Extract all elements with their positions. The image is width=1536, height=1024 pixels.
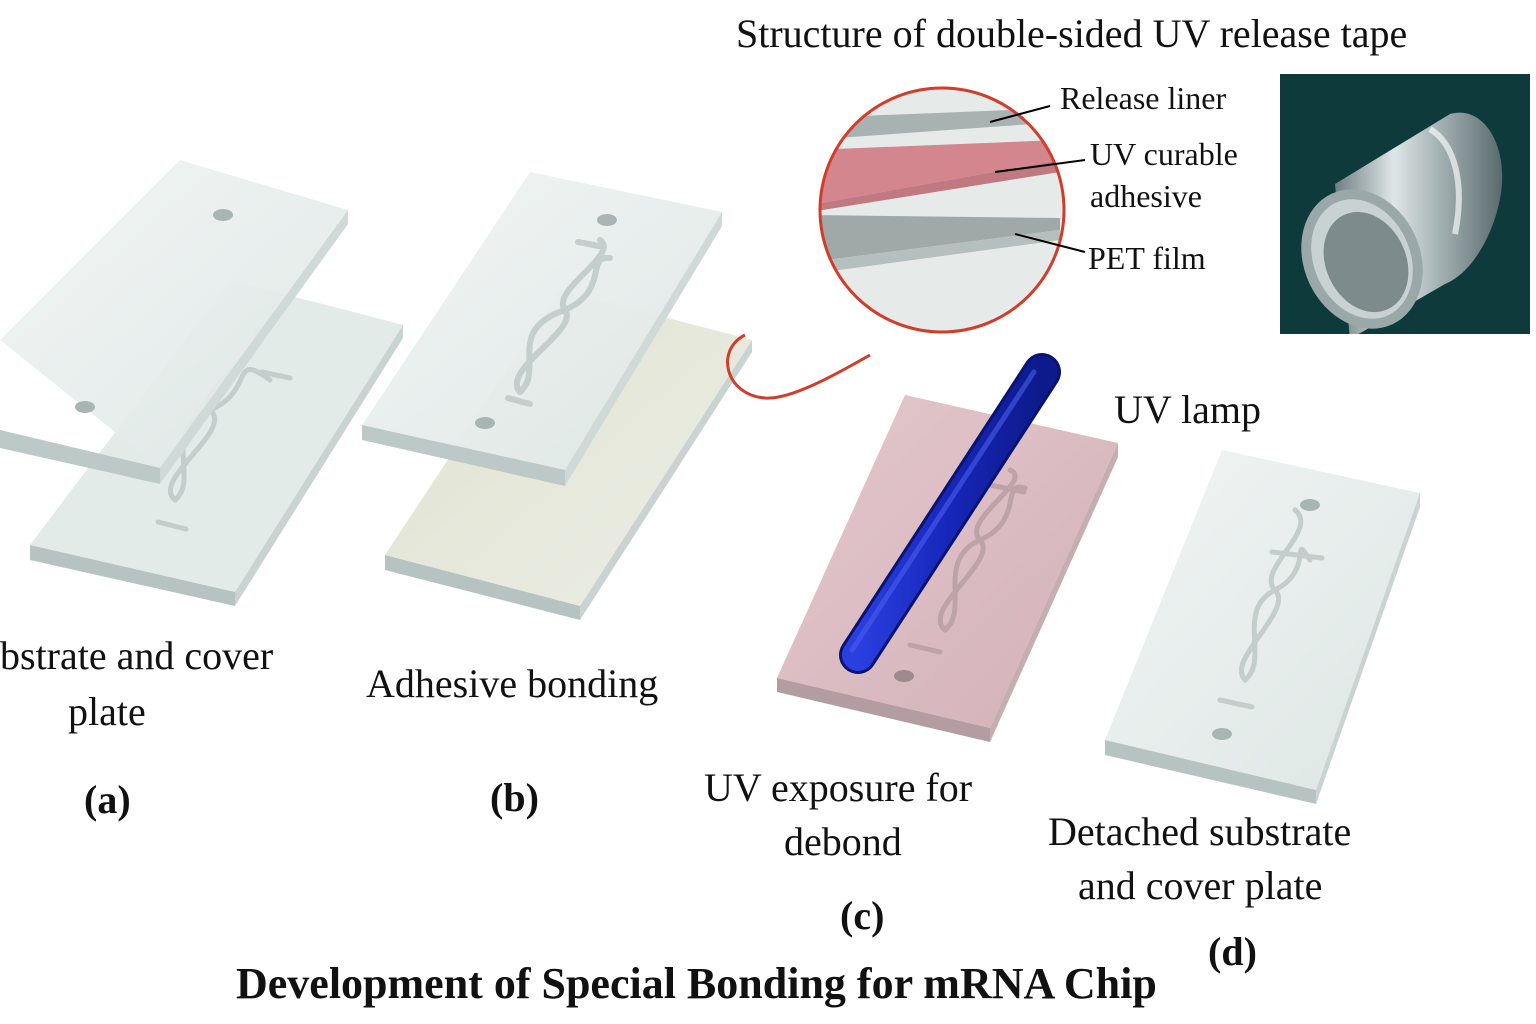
- callout-tail: [726, 333, 871, 400]
- outlet-port: [475, 417, 495, 429]
- microchannel: [505, 237, 613, 407]
- leader-release-liner: [989, 105, 1051, 123]
- uv-adhesive-layer: [820, 140, 1060, 205]
- panel-c-id: (c): [840, 893, 885, 938]
- caption-c-line1: UV exposure for: [704, 765, 973, 810]
- caption-b: Adhesive bonding: [366, 661, 659, 706]
- magnifier-ring: [818, 86, 1066, 334]
- uv-lamp-label: UV lamp: [1114, 387, 1262, 432]
- pet-film-label: PET film: [1088, 240, 1206, 276]
- cover-plate: [0, 160, 348, 484]
- figure-title: Development of Special Bonding for mRNA …: [236, 959, 1157, 1008]
- panel-d-id: (d): [1208, 929, 1257, 974]
- substrate-plate: [30, 280, 403, 606]
- port: [894, 670, 914, 682]
- uv-curable-label-line1: UV curable: [1090, 136, 1238, 172]
- panel-c-stack: [777, 353, 1118, 742]
- tape-magnifier: [726, 86, 1086, 400]
- caption-a-line1: bstrate and cover: [0, 633, 274, 678]
- uv-curable-label-line2: adhesive: [1090, 178, 1202, 214]
- release-liner-layer: [820, 108, 1060, 140]
- inlet-port: [213, 209, 233, 221]
- pet-film-layer: [820, 215, 1060, 262]
- panel-d-plate: [1105, 450, 1420, 804]
- panel-b-stack: [362, 172, 752, 620]
- caption-d-line1: Detached substrate: [1048, 809, 1352, 854]
- leader-pet-film: [1014, 233, 1086, 253]
- outlet-port: [1212, 728, 1232, 740]
- cover-plate: [362, 172, 722, 486]
- uv-lamp-tube: [839, 353, 1061, 674]
- bonded-chip-pink: [777, 395, 1118, 742]
- caption-c-line2: debond: [784, 819, 902, 864]
- release-liner-label: Release liner: [1060, 80, 1227, 116]
- microchannel: [907, 467, 1028, 655]
- tape-roll-icon: [1280, 74, 1530, 334]
- outlet-port: [75, 401, 95, 413]
- inlet-port: [1300, 499, 1320, 511]
- inlet-port: [597, 214, 617, 226]
- tape-roll-photo: [1280, 74, 1530, 334]
- caption-a-line2: plate: [68, 689, 146, 734]
- tape-structure-heading: Structure of double-sided UV release tap…: [736, 11, 1408, 56]
- panel-a-stack: [0, 160, 403, 606]
- microchannel: [1217, 507, 1325, 710]
- panel-b-id: (b): [490, 775, 539, 820]
- leader-uv-adhesive: [994, 159, 1086, 173]
- panel-a-id: (a): [84, 777, 131, 822]
- caption-d-line2: and cover plate: [1078, 863, 1323, 908]
